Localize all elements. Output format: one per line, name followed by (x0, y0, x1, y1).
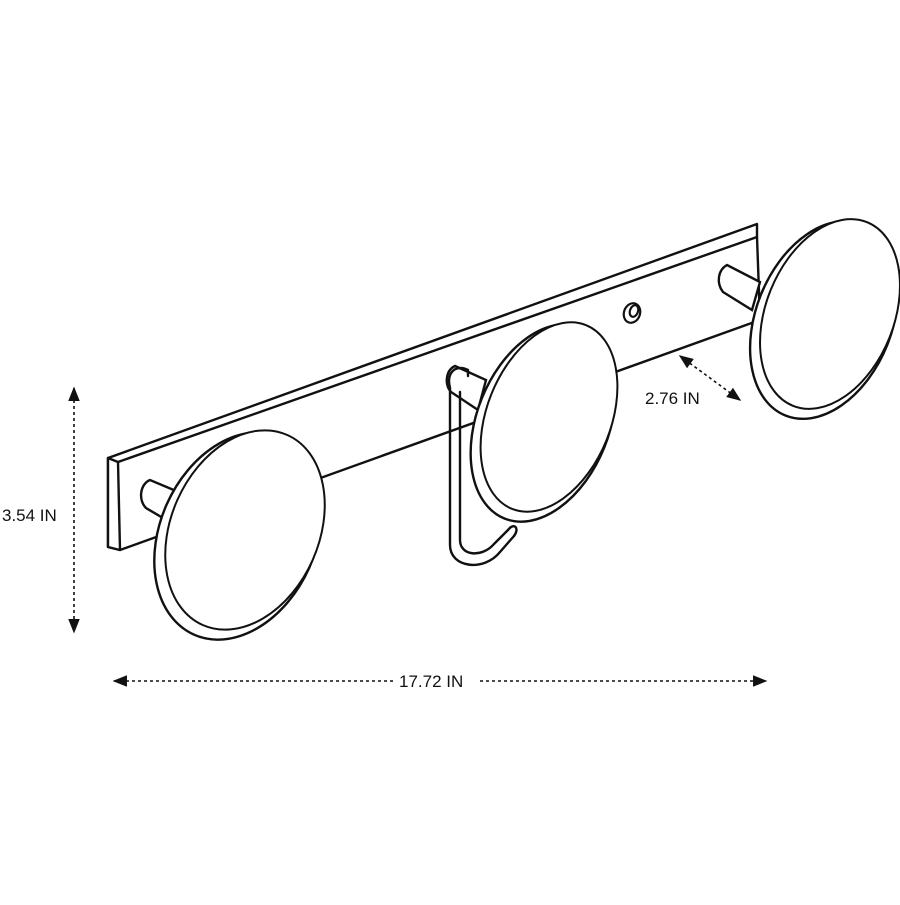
height-dimension: 3.54 IN (0, 386, 80, 634)
knob-right (717, 218, 900, 421)
screw-hole-icon (622, 302, 642, 324)
width-dimension: 17.72 IN (112, 668, 768, 692)
depth-dimension-label: 2.76 IN (645, 389, 700, 408)
height-dimension-label: 3.54 IN (2, 506, 57, 525)
width-dimension-label: 17.72 IN (399, 672, 463, 691)
depth-dimension: 2.76 IN (645, 355, 742, 408)
knob-middle (445, 321, 619, 523)
knob-left (139, 429, 326, 641)
j-hook (447, 366, 518, 566)
depth-dimension-line (678, 355, 742, 401)
